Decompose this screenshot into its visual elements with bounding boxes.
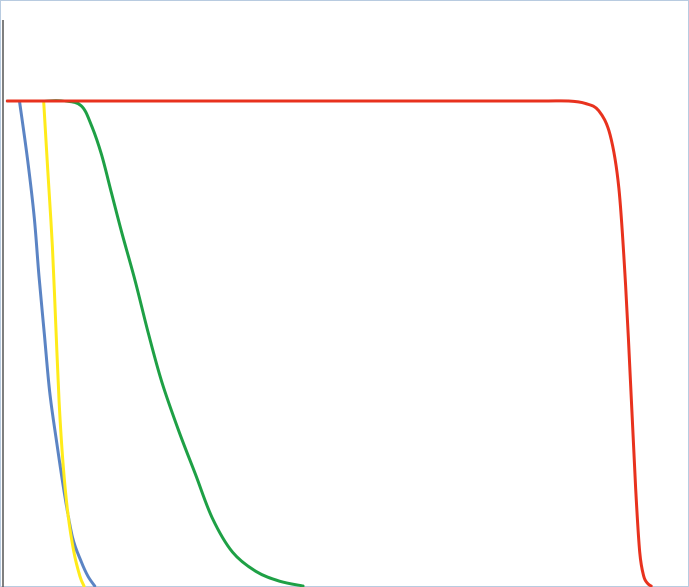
series-line-2 xyxy=(42,99,86,587)
series-layer xyxy=(5,99,653,587)
series-line-3 xyxy=(5,99,305,587)
series-line-4 xyxy=(5,99,653,587)
series-line-1 xyxy=(17,99,97,587)
